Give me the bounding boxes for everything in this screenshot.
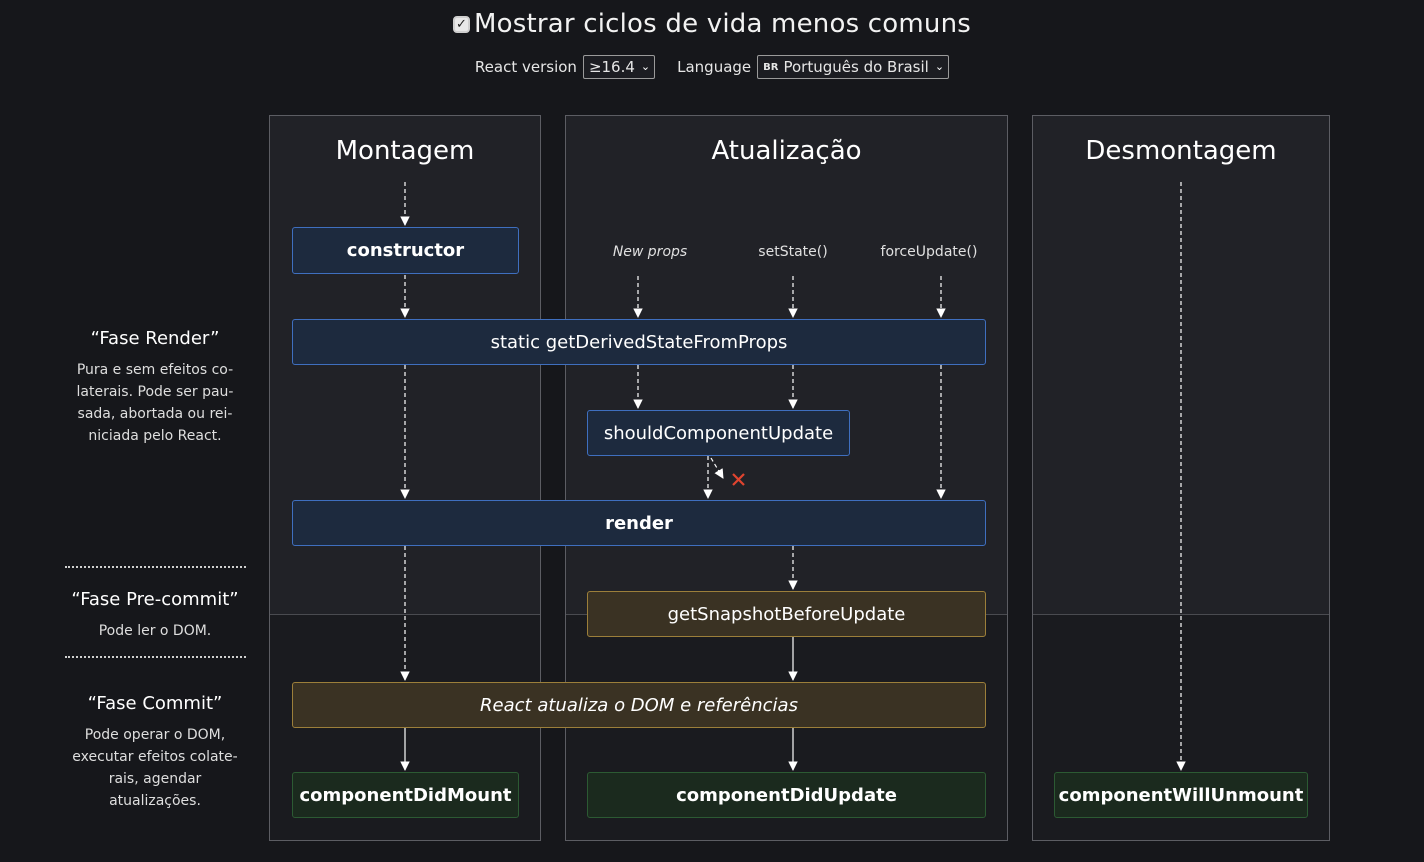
updating-column: Atualização <box>565 115 1008 841</box>
render-phase-title: “Fase Render” <box>90 328 220 349</box>
commit-phase-desc-line: Pode operar o DOM, <box>84 727 226 743</box>
commit-phase-desc-line: executar efeitos colate- <box>72 749 238 765</box>
precommit-phase-desc: Pode ler o DOM. <box>45 620 265 642</box>
column-divider <box>1033 614 1329 615</box>
precommit-phase-title: “Fase Pre-commit” <box>71 589 239 610</box>
render-phase-desc-line: laterais. Pode ser pau- <box>76 384 234 400</box>
commit-phase-title: “Fase Commit” <box>87 693 223 714</box>
render-phase-desc-line: Pura e sem efeitos co- <box>76 362 234 378</box>
check-icon: ✓ <box>456 16 467 32</box>
controls-bar: React version ≥16.4 ⌄ Language BR Portug… <box>0 52 1424 82</box>
should-component-update-box[interactable]: shouldComponentUpdate <box>587 410 850 456</box>
commit-phase-desc-line: rais, agendar <box>108 771 202 787</box>
language-select[interactable]: BR Português do Brasil ⌄ <box>757 55 950 79</box>
get-derived-state-box[interactable]: static getDerivedStateFromProps <box>292 319 986 365</box>
component-will-unmount-box[interactable]: componentWillUnmount <box>1054 772 1308 818</box>
precommit-phase-desc-line: Pode ler o DOM. <box>98 623 212 639</box>
mounting-column: Montagem <box>269 115 541 841</box>
chevron-down-icon: ⌄ <box>934 59 945 73</box>
toggle-label: Mostrar ciclos de vida menos comuns <box>473 9 972 39</box>
unmounting-title: Desmontagem <box>1085 136 1277 166</box>
dom-update-box: React atualiza o DOM e referências <box>292 682 986 728</box>
component-did-mount-box[interactable]: componentDidMount <box>292 772 519 818</box>
updating-title: Atualização <box>711 136 862 166</box>
set-state-trigger: setState() <box>758 244 828 260</box>
render-phase-desc-line: niciada pelo React. <box>88 428 222 444</box>
mounting-title: Montagem <box>335 136 475 166</box>
commit-phase-desc: Pode operar o DOM, executar efeitos cola… <box>45 724 265 812</box>
render-phase-desc-line: sada, abortada ou rei- <box>77 406 233 422</box>
component-did-update-box[interactable]: componentDidUpdate <box>587 772 986 818</box>
language-value: Português do Brasil <box>783 58 929 76</box>
get-snapshot-box[interactable]: getSnapshotBeforeUpdate <box>587 591 986 637</box>
render-box[interactable]: render <box>292 500 986 546</box>
phase-separator <box>65 566 246 568</box>
render-phase-desc: Pura e sem efeitos co- laterais. Pode se… <box>45 359 265 447</box>
new-props-trigger: New props <box>612 244 688 260</box>
unmounting-column: Desmontagem <box>1032 115 1330 841</box>
react-version-label: React version <box>474 58 577 76</box>
less-common-checkbox[interactable]: ✓ <box>452 15 470 33</box>
phase-separator <box>65 656 246 658</box>
commit-phase-desc-line: atualizações. <box>109 793 201 809</box>
chevron-down-icon: ⌄ <box>640 59 651 73</box>
language-label: Language <box>677 58 752 76</box>
column-divider <box>270 614 540 615</box>
force-update-trigger: forceUpdate() <box>880 244 978 260</box>
constructor-box[interactable]: constructor <box>292 227 519 274</box>
show-less-common-toggle[interactable]: ✓ Mostrar ciclos de vida menos comuns <box>0 6 1424 42</box>
language-flag: BR <box>763 61 779 73</box>
react-version-value: ≥16.4 <box>588 58 635 76</box>
react-version-select[interactable]: ≥16.4 ⌄ <box>582 55 656 79</box>
